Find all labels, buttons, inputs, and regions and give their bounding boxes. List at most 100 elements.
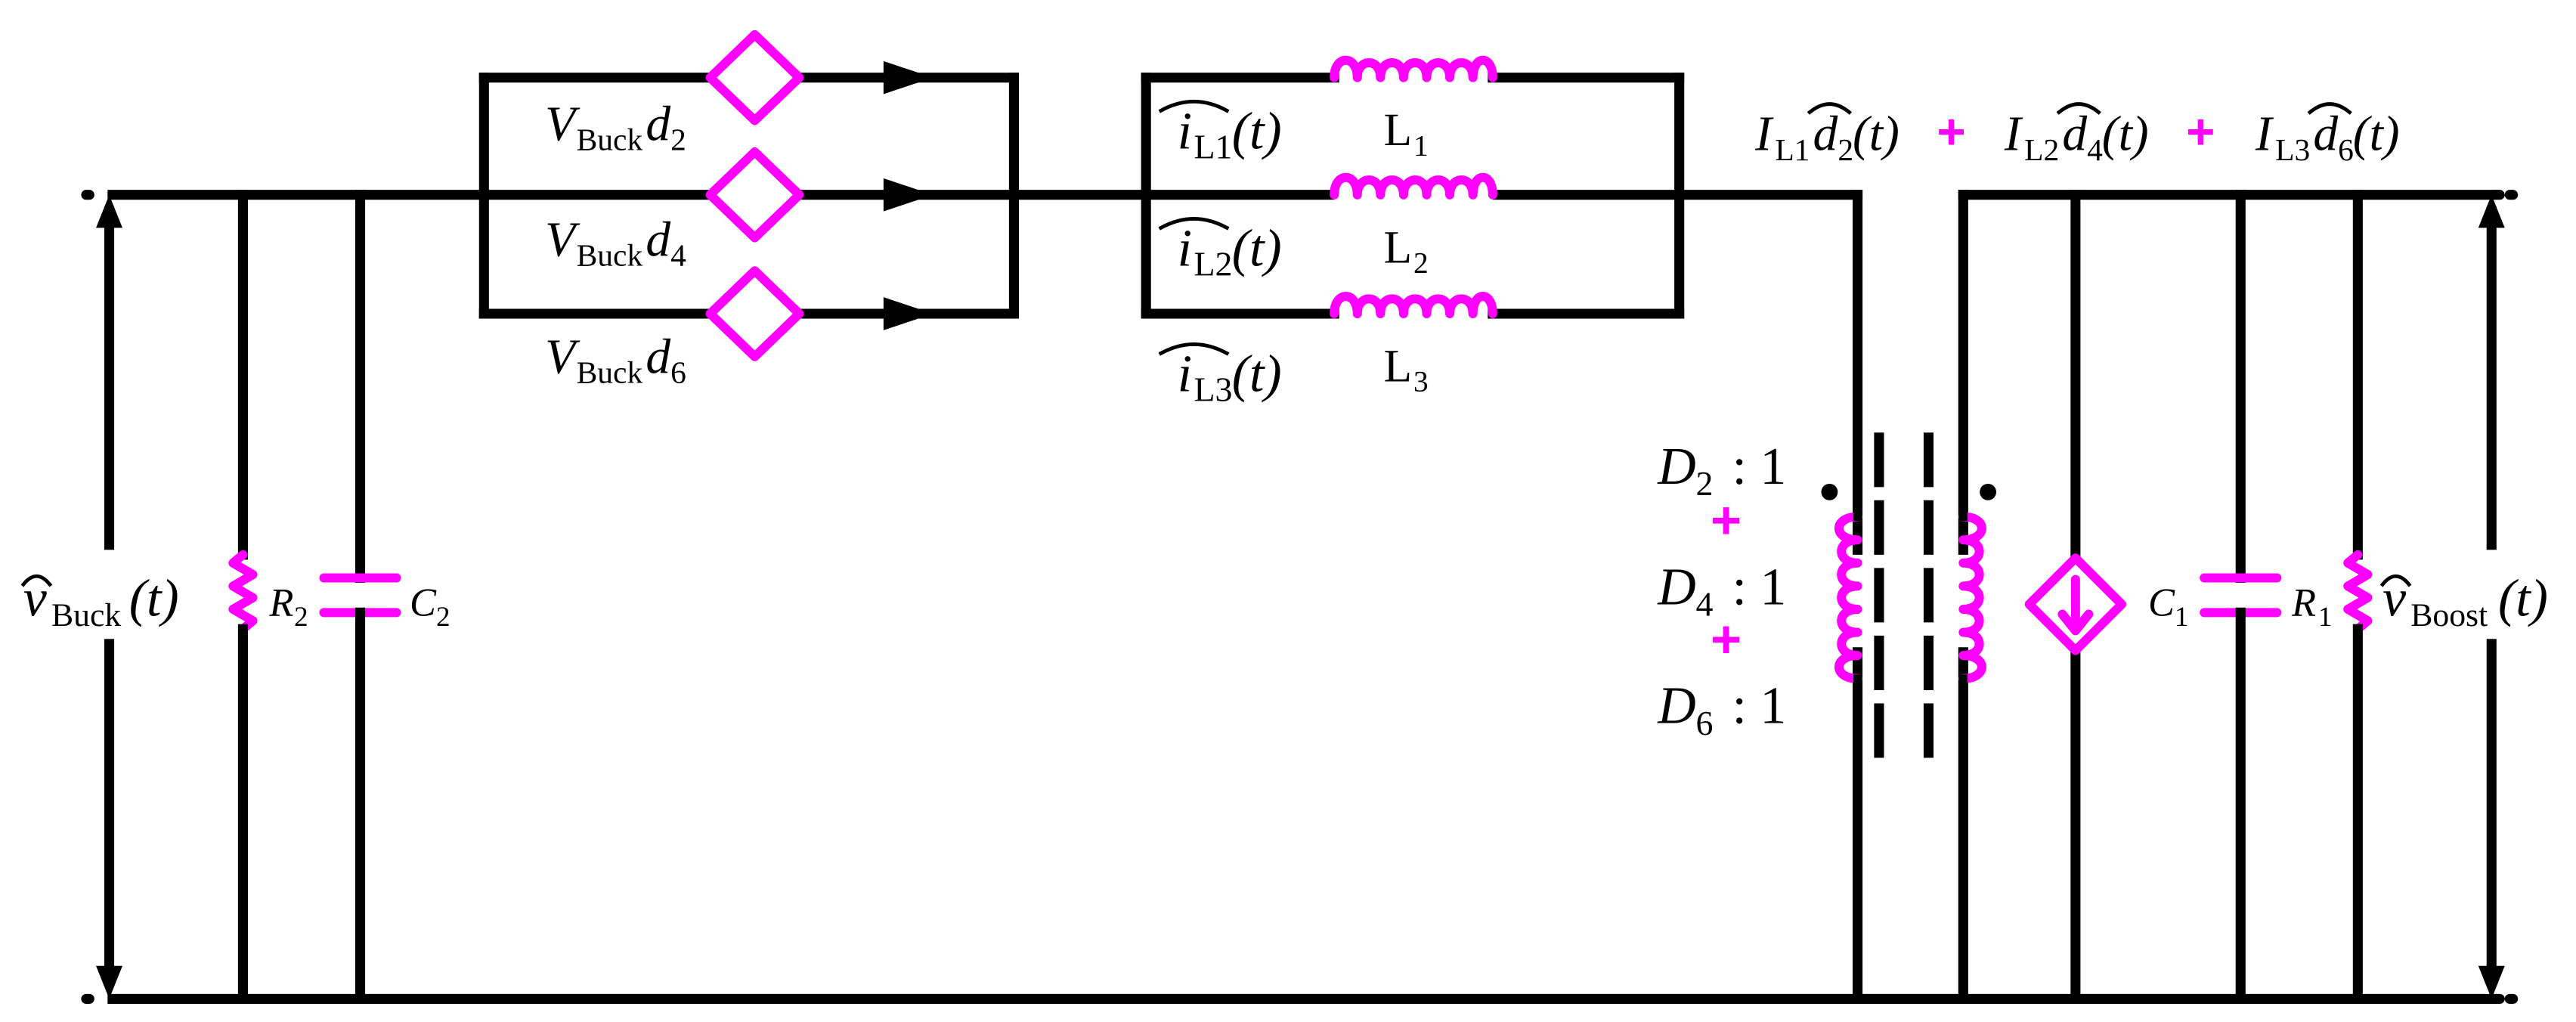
c1-label: C 1 <box>2148 581 2189 633</box>
svg-text:L3: L3 <box>2275 132 2310 167</box>
primary-winding-icon <box>1834 512 1862 683</box>
arrow-icon <box>883 178 933 212</box>
top-rail <box>81 190 2522 555</box>
bottom-rail <box>81 647 2522 1004</box>
dependent-source-diamond-icon <box>705 147 804 243</box>
svg-text:d: d <box>646 330 670 385</box>
svg-text:2: 2 <box>1695 464 1713 503</box>
svg-text:V: V <box>545 330 581 385</box>
resistor-r1 <box>2343 190 2373 1004</box>
svg-text:L: L <box>1384 342 1412 392</box>
svg-text:i: i <box>1178 103 1192 161</box>
polarity-dot-icon <box>1980 483 1997 500</box>
svg-text:: 1: : 1 <box>1732 558 1787 616</box>
inductor-current-label-3: i L3 (t) <box>1158 342 1282 409</box>
svg-text:(t): (t) <box>2102 107 2149 162</box>
svg-text:C: C <box>2148 581 2175 625</box>
inductor-l2-label: L 2 <box>1384 222 1429 279</box>
svg-text:d: d <box>646 98 670 152</box>
svg-text:i: i <box>1178 345 1192 404</box>
vbuck-label: v Buck (t) <box>20 570 179 633</box>
current-sum-term-1: I L1 d 2 (t) <box>1754 102 1899 167</box>
buck-source-block <box>478 60 1019 330</box>
current-sum-term-2: I L2 d 4 (t) <box>2004 102 2149 167</box>
svg-text:1: 1 <box>1413 129 1429 162</box>
svg-text:L2: L2 <box>2024 132 2059 167</box>
transformer <box>1821 432 1997 773</box>
svg-text:2: 2 <box>436 602 450 633</box>
svg-text:L: L <box>1384 105 1412 156</box>
svg-text:6: 6 <box>670 355 686 390</box>
vboost-label: v Boost (t) <box>2379 570 2548 633</box>
svg-text:d: d <box>1813 107 1838 162</box>
svg-text:d: d <box>2313 107 2338 162</box>
svg-text:d: d <box>2062 107 2087 162</box>
dependent-source-diamond-icon <box>705 29 804 125</box>
r1-label: R 1 <box>2291 581 2333 633</box>
inductor-l3-icon <box>1330 292 1497 318</box>
svg-text:1: 1 <box>2318 602 2333 633</box>
svg-text:(t): (t) <box>1232 345 1282 404</box>
current-source-diamond-icon <box>2024 553 2127 655</box>
c2-label: C 2 <box>410 581 450 633</box>
buck-source-label-1: V Buck d 2 <box>545 98 686 157</box>
svg-text:I: I <box>2255 107 2274 162</box>
svg-text:D: D <box>1657 438 1695 496</box>
plus-icon: + <box>1937 104 1965 159</box>
svg-text:6: 6 <box>1695 704 1713 742</box>
svg-text:C: C <box>410 581 437 625</box>
svg-text:2: 2 <box>670 122 686 157</box>
turns-ratio-3: D 6 : 1 <box>1657 677 1786 742</box>
svg-text:2: 2 <box>1838 132 1853 167</box>
svg-text:(t): (t) <box>2353 107 2400 162</box>
svg-text:4: 4 <box>2087 132 2103 167</box>
svg-text:: 1: : 1 <box>1732 438 1787 496</box>
svg-text:3: 3 <box>1413 365 1429 398</box>
svg-text:Buck: Buck <box>577 355 643 390</box>
svg-text:i: i <box>1178 220 1192 278</box>
inductor-l1-label: L 1 <box>1384 105 1429 162</box>
svg-text:L1: L1 <box>1775 132 1810 167</box>
svg-text:R: R <box>268 581 293 625</box>
buck-source-label-3: V Buck d 6 <box>545 330 686 390</box>
inductor-current-label-2: i L2 (t) <box>1158 217 1282 283</box>
svg-text:(t): (t) <box>1232 220 1282 278</box>
inductor-current-label-1: i L1 (t) <box>1158 99 1282 166</box>
dependent-current-source <box>2024 190 2127 1004</box>
svg-text:2: 2 <box>294 602 308 633</box>
vboost-port-arrow <box>2478 194 2505 999</box>
arrow-icon <box>883 60 933 94</box>
svg-text:R: R <box>2291 581 2316 625</box>
buck-source-label-2: V Buck d 4 <box>545 213 686 273</box>
svg-text:(t): (t) <box>1232 103 1282 161</box>
capacitor-c2 <box>319 190 401 1004</box>
turns-ratio-1: D 2 : 1 <box>1657 438 1786 503</box>
plus-icon: + <box>1711 491 1742 550</box>
svg-text:(t): (t) <box>2498 570 2548 628</box>
svg-text:L3: L3 <box>1194 370 1233 409</box>
svg-text:Boost: Boost <box>2410 597 2488 633</box>
inductor-l1-icon <box>1330 55 1497 82</box>
svg-text:Buck: Buck <box>577 122 643 157</box>
svg-text:(t): (t) <box>129 570 179 628</box>
r2-label: R 2 <box>268 581 308 633</box>
resistor-r2 <box>228 190 258 1004</box>
arrow-icon <box>883 297 933 330</box>
svg-text:V: V <box>545 213 581 268</box>
svg-text:4: 4 <box>670 238 686 273</box>
inductor-l3-label: L 3 <box>1384 342 1429 398</box>
svg-text:L1: L1 <box>1194 128 1233 166</box>
svg-text:V: V <box>545 98 581 152</box>
svg-text:I: I <box>1754 107 1774 162</box>
current-sum-term-3: I L3 d 6 (t) <box>2255 102 2400 167</box>
svg-text:2: 2 <box>1413 246 1429 279</box>
svg-text:4: 4 <box>1695 585 1713 624</box>
svg-text:L: L <box>1384 222 1412 273</box>
inductor-l2-icon <box>1330 172 1497 200</box>
plus-icon: + <box>1711 609 1742 668</box>
capacitor-c1 <box>2200 190 2282 1004</box>
inductor-block <box>1141 73 1685 319</box>
polarity-dot-icon <box>1821 483 1838 500</box>
svg-text:d: d <box>646 213 670 268</box>
